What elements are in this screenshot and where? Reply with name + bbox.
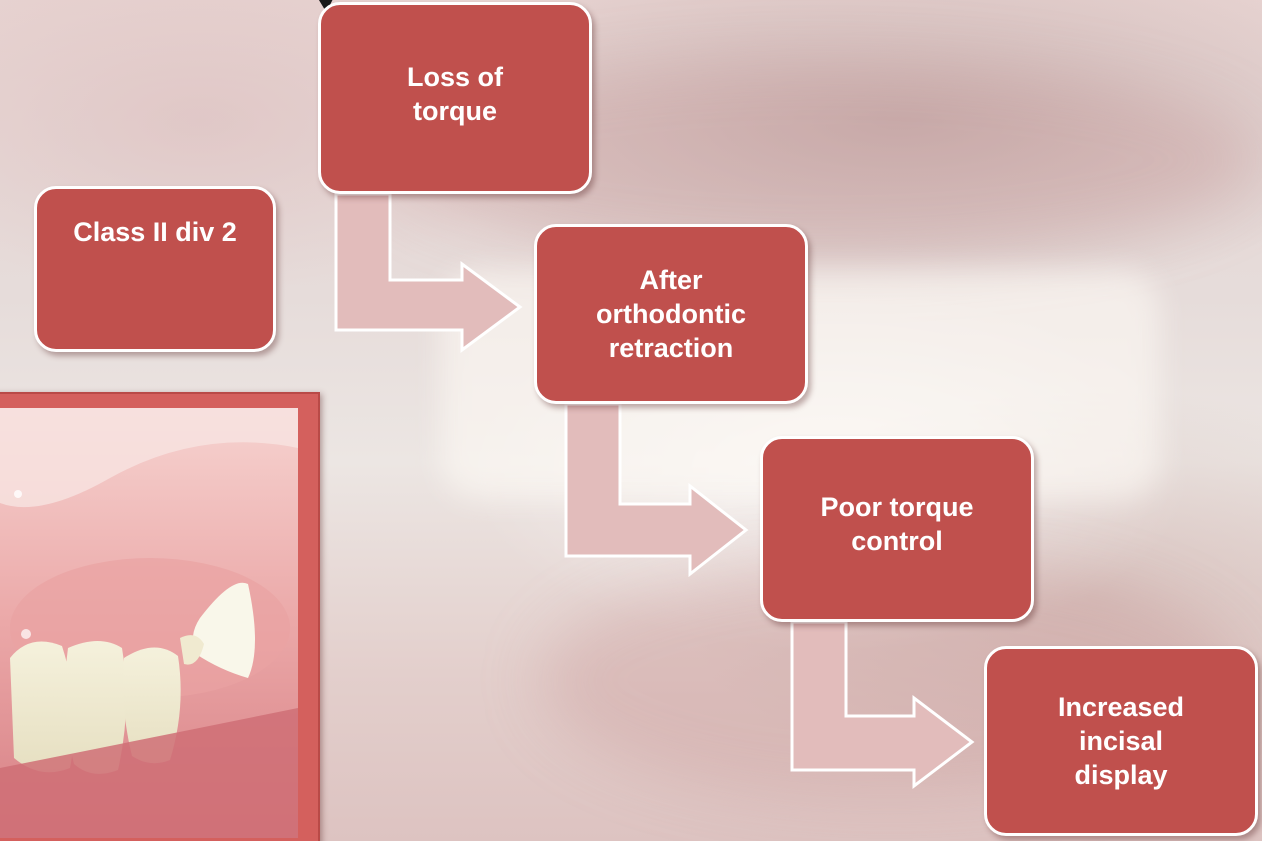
node-label: control <box>821 524 974 558</box>
node-loss-of-torque: Loss of torque <box>318 2 592 194</box>
node-label: retraction <box>596 331 746 365</box>
node-class-ii-div-2: Class II div 2 <box>34 186 276 352</box>
arrow-after-to-poor <box>566 404 746 574</box>
arrow-loss-to-after <box>336 194 520 350</box>
node-label: orthodontic <box>596 297 746 331</box>
node-label: Loss of <box>407 60 503 94</box>
node-increased-incisal-display: Increased incisal display <box>984 646 1258 836</box>
node-poor-torque-control: Poor torque control <box>760 436 1034 622</box>
node-label: Class II div 2 <box>73 215 237 249</box>
node-label: torque <box>407 94 503 128</box>
node-label: display <box>1058 758 1184 792</box>
arrow-poor-to-increased <box>792 622 972 786</box>
node-label: Increased <box>1058 690 1184 724</box>
node-label: Poor torque <box>821 490 974 524</box>
node-label: incisal <box>1058 724 1184 758</box>
node-after-orthodontic-retraction: After orthodontic retraction <box>534 224 808 404</box>
node-label: After <box>596 263 746 297</box>
